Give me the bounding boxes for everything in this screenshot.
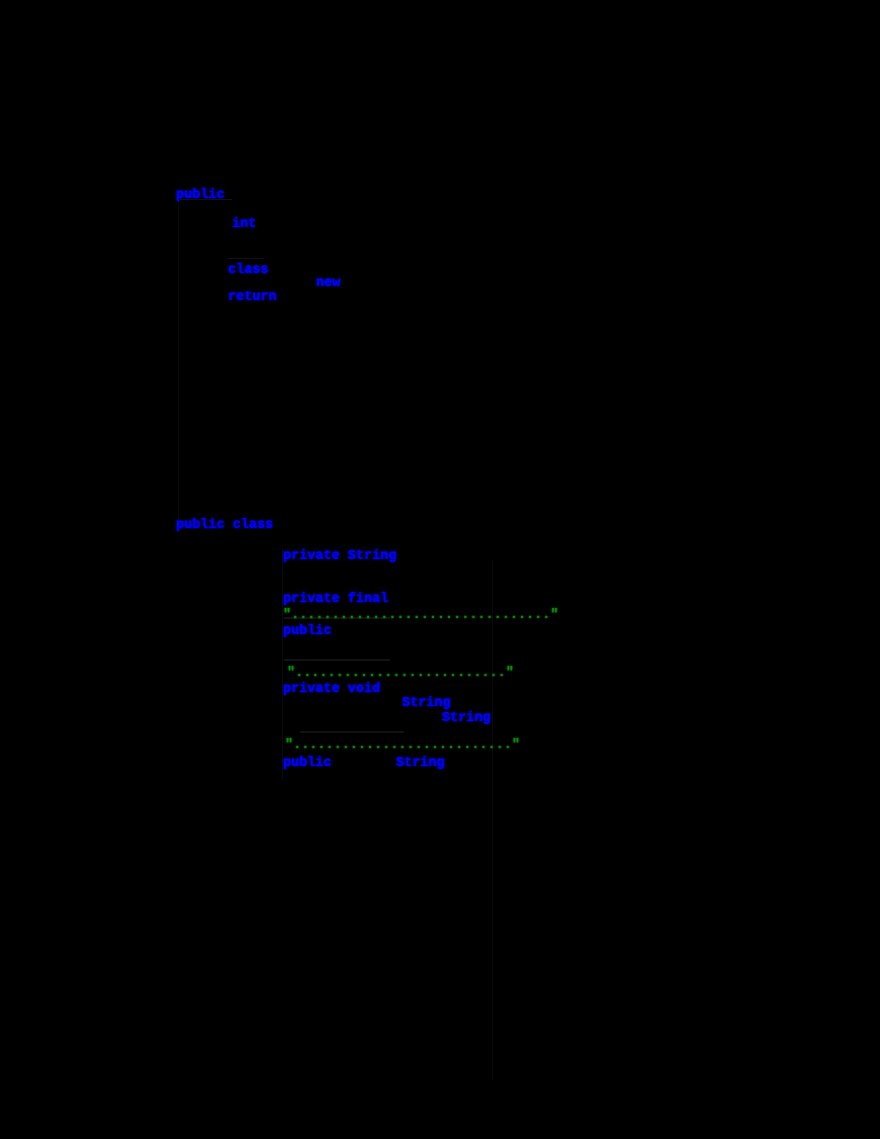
code-token-kw: private void (283, 682, 381, 697)
code-line: new (316, 276, 340, 292)
code-token-str: "..........................." (285, 738, 520, 753)
code-line: public (283, 756, 332, 772)
code-line: class (228, 263, 269, 279)
code-token-str: ".........................." (287, 666, 514, 681)
code-token-kw: new (316, 276, 341, 291)
code-line: "..........................." (285, 738, 520, 754)
code-line: public class (176, 518, 273, 534)
code-line: String (442, 711, 491, 727)
code-token-str: "................................" (283, 608, 559, 623)
faint-rule (300, 731, 404, 733)
code-token-kw: int (232, 217, 257, 232)
code-line: String (396, 756, 445, 772)
faint-rule (338, 617, 390, 619)
faint-rule (228, 258, 264, 259)
faint-rule (180, 199, 232, 200)
code-line: private String (283, 549, 396, 565)
code-line: ".........................." (287, 666, 514, 682)
code-token-kw: return (228, 290, 277, 305)
code-line: "................................" (283, 608, 558, 624)
code-token-kw: public (283, 624, 332, 639)
code-token-kw: public class (176, 518, 274, 533)
indent-guide (282, 548, 283, 780)
indent-guide (492, 560, 493, 1080)
code-line: public (283, 624, 332, 640)
code-token-kw: public (176, 188, 225, 203)
faint-rule (284, 617, 374, 619)
code-line: int (232, 217, 256, 233)
code-token-plain (225, 188, 233, 203)
code-token-kw: public (283, 756, 332, 771)
code-line: String (402, 696, 451, 712)
code-line: private final (283, 592, 388, 608)
code-line: return (228, 290, 277, 306)
indent-guide (178, 196, 179, 520)
code-token-kw: private String (283, 549, 397, 564)
code-token-kw: private final (283, 592, 389, 607)
code-token-kw: String (402, 696, 451, 711)
code-line: private void (283, 682, 380, 698)
code-token-kw: class (228, 263, 269, 278)
code-token-kw: String (396, 756, 445, 771)
code-token-kw: String (442, 711, 491, 726)
faint-rule (284, 659, 390, 661)
code-line: public (176, 188, 233, 204)
